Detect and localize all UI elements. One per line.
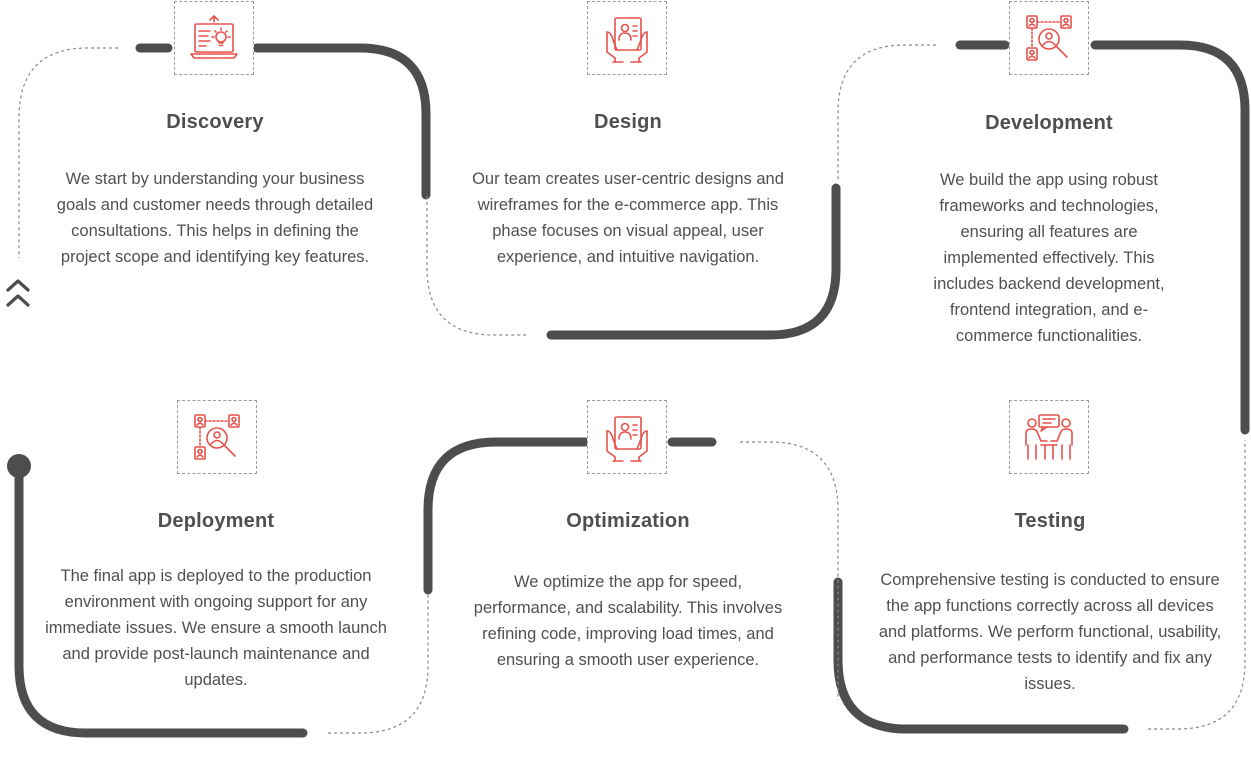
track-design-bottom xyxy=(546,183,841,340)
dashed-deployment xyxy=(328,595,429,734)
network-search-icon xyxy=(1026,15,1072,61)
design-icon-box xyxy=(587,1,667,75)
track-testing-bottom xyxy=(833,577,1129,734)
discovery-description: We start by understanding your business … xyxy=(56,170,374,266)
designer-document-icon xyxy=(606,416,648,462)
dashed-design xyxy=(426,196,526,336)
dashed-optimization xyxy=(740,441,839,700)
design-description: Our team creates user-centric designs an… xyxy=(472,170,784,266)
development-icon-box xyxy=(1009,1,1089,75)
testing-title: Testing xyxy=(1014,510,1086,532)
designer-document-icon xyxy=(606,17,648,63)
deployment-description: The final app is deployed to the product… xyxy=(45,567,387,689)
team-discussion-icon xyxy=(1025,414,1073,460)
deployment-title: Deployment xyxy=(157,510,275,532)
scroll-up-chevrons-icon[interactable] xyxy=(4,276,32,312)
track-deployment-left xyxy=(14,461,308,738)
discovery-icon-box xyxy=(174,1,254,75)
optimization-description: We optimize the app for speed, performan… xyxy=(473,573,783,669)
discovery-title: Discovery xyxy=(166,111,264,133)
development-title: Development xyxy=(985,112,1113,134)
optimization-title: Optimization xyxy=(566,510,690,532)
track-development-right xyxy=(1090,40,1250,435)
deployment-icon-box xyxy=(177,400,257,474)
track-discovery-right xyxy=(252,43,431,200)
dashed-testing xyxy=(1148,440,1246,730)
network-search-icon xyxy=(194,414,240,460)
optimization-icon-box xyxy=(587,400,667,474)
track-start-dot xyxy=(7,454,31,478)
testing-description: Comprehensive testing is conducted to en… xyxy=(878,571,1222,693)
track-optimization-top xyxy=(423,437,590,595)
dashed-development xyxy=(837,44,936,180)
dashed-discovery xyxy=(18,47,118,258)
testing-icon-box xyxy=(1009,400,1089,474)
design-title: Design xyxy=(594,111,662,133)
development-description: We build the app using robust frameworks… xyxy=(933,171,1165,345)
laptop-lightbulb-icon xyxy=(190,15,238,59)
